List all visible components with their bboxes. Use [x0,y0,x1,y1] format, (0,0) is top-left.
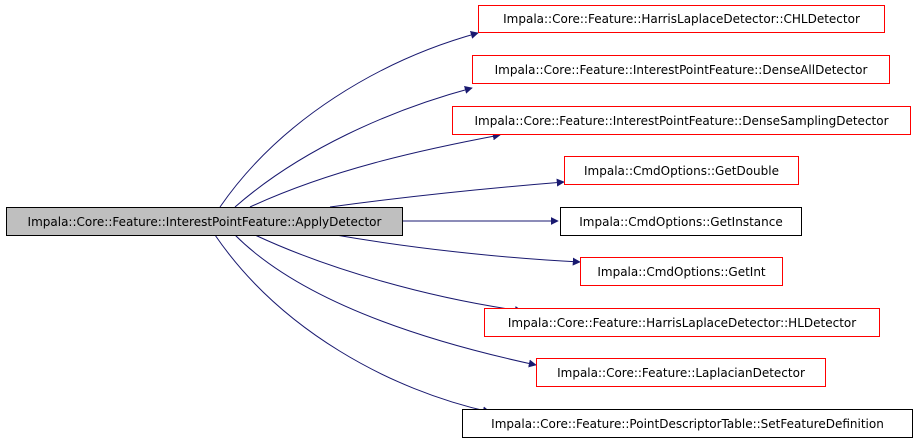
edge-getint [329,233,581,266]
node-getdouble[interactable]: Impala::CmdOptions::GetDouble [564,156,799,185]
node-densesampling-detector[interactable]: Impala::Core::Feature::InterestPointFeat… [452,106,911,135]
node-getinstance[interactable]: Impala::CmdOptions::GetInstance [560,207,802,236]
node-chldetector-label: Impala::Core::Feature::HarrisLaplaceDete… [503,12,860,26]
node-hldetector[interactable]: Impala::Core::Feature::HarrisLaplaceDete… [484,308,880,337]
node-apply-detector: Impala::Core::Feature::InterestPointFeat… [6,207,403,236]
edge-densesampling [249,132,501,208]
edge-setfeaturedef [214,234,491,415]
edge-chldetector [219,31,479,208]
edge-denseall [234,86,473,208]
node-setfeaturedefinition-label: Impala::Core::Feature::PointDescriptorTa… [491,416,884,431]
node-setfeaturedefinition[interactable]: Impala::Core::Feature::PointDescriptorTa… [462,409,913,438]
node-apply-detector-label: Impala::Core::Feature::InterestPointFeat… [27,214,382,229]
node-laplacian-detector-label: Impala::Core::Feature::LaplacianDetector [557,365,805,380]
node-densesampling-detector-label: Impala::Core::Feature::InterestPointFeat… [474,113,889,128]
node-getinstance-label: Impala::CmdOptions::GetInstance [579,214,783,229]
node-hldetector-label: Impala::Core::Feature::HarrisLaplaceDete… [507,315,857,330]
node-chldetector[interactable]: Impala::Core::Feature::HarrisLaplaceDete… [478,5,885,33]
node-getint[interactable]: Impala::CmdOptions::GetInt [580,257,783,286]
node-getdouble-label: Impala::CmdOptions::GetDouble [584,163,779,178]
node-denseall-detector[interactable]: Impala::Core::Feature::InterestPointFeat… [472,55,890,84]
edge-getdouble [329,178,565,208]
node-getint-label: Impala::CmdOptions::GetInt [597,264,766,279]
node-laplacian-detector[interactable]: Impala::Core::Feature::LaplacianDetector [536,358,826,387]
edge-hldetector [254,234,523,314]
edge-laplacian [234,234,537,368]
node-denseall-detector-label: Impala::Core::Feature::InterestPointFeat… [494,62,868,77]
